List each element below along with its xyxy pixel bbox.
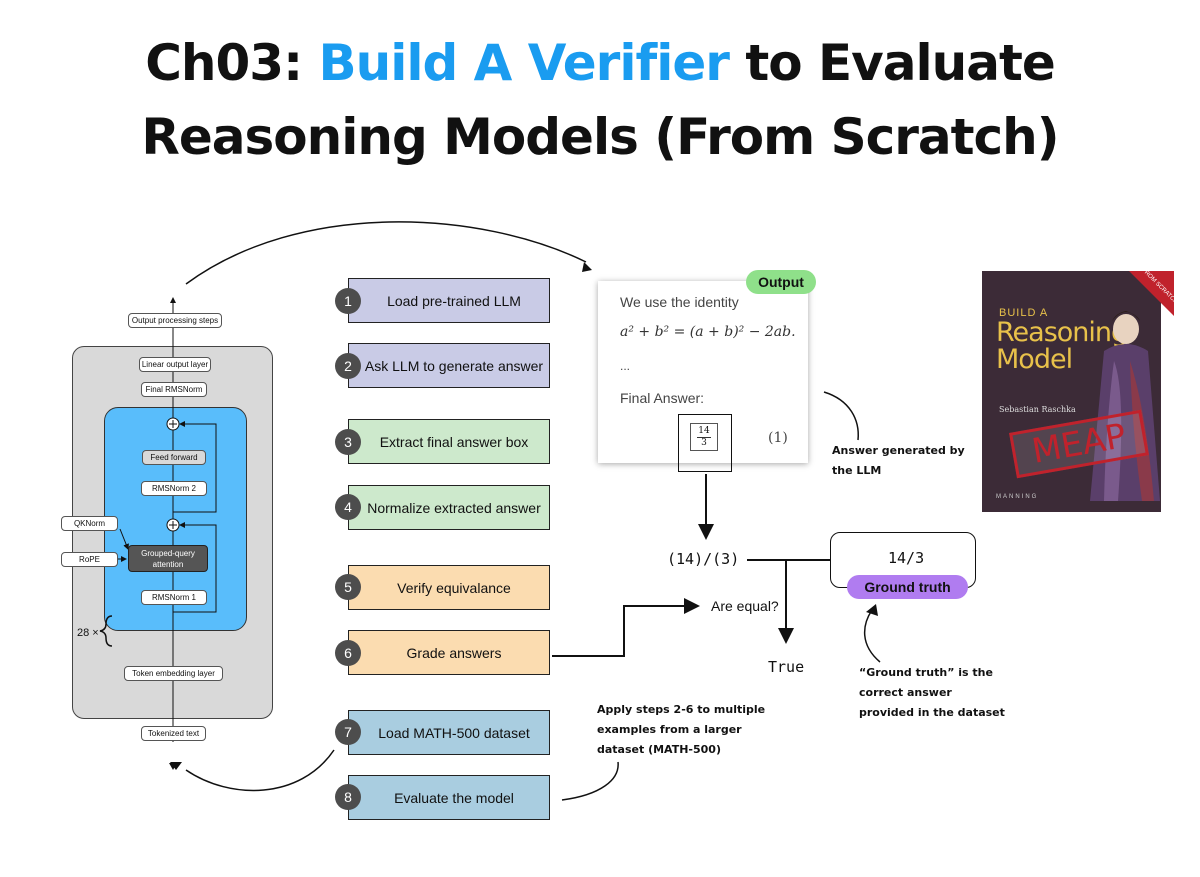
step-7: Load MATH-500 dataset	[348, 710, 550, 755]
arc-top-head	[582, 262, 592, 272]
book-build-a: BUILD A	[999, 307, 1049, 319]
book-model: Model	[996, 344, 1073, 375]
title-line-1: Ch03: Build A Verifier to Evaluate	[0, 34, 1200, 92]
step-8-label: Evaluate the model	[394, 789, 514, 806]
tokenized-text-box: Tokenized text	[141, 726, 206, 741]
equation-number: (1)	[768, 430, 788, 446]
step-5: Verify equivalance	[348, 565, 550, 610]
step-5-label: Verify equivalance	[397, 579, 511, 596]
book-cover: BUILD A Reasoning Model Sebastian Raschk…	[982, 271, 1161, 512]
fraction-numerator: 14	[697, 426, 711, 438]
gqa-label-1: Grouped-query	[141, 549, 195, 558]
step-7-badge: 7	[335, 719, 361, 745]
book-publisher: MANNING	[996, 494, 1039, 500]
book-reasoning: Reasoning	[996, 317, 1128, 348]
note-ground-truth: “Ground truth” is the correct answer pro…	[859, 663, 1005, 723]
step-2-badge: 2	[335, 353, 361, 379]
step-8-badge: 8	[335, 784, 361, 810]
title-suffix: to Evaluate	[728, 34, 1055, 92]
step-3-badge: 3	[335, 429, 361, 455]
arc-apply	[561, 761, 619, 801]
step-7-label: Load MATH-500 dataset	[378, 724, 530, 741]
step-1: Load pre-trained LLM	[348, 278, 550, 323]
book-figure-illustration	[1090, 311, 1160, 501]
step-6: Grade answers	[348, 630, 550, 675]
step-2: Ask LLM to generate answer	[348, 343, 550, 388]
arc-ground-note	[863, 609, 881, 663]
book-author: Sebastian Raschka	[999, 405, 1076, 414]
ground-truth-badge: Ground truth	[847, 575, 968, 599]
title-accent: Build A Verifier	[318, 34, 730, 92]
step-2-label: Ask LLM to generate answer	[364, 357, 544, 374]
grade-line	[552, 598, 700, 657]
step-4: Normalize extracted answer	[348, 485, 550, 530]
note-apply-2: examples from a larger	[597, 723, 742, 736]
feed-forward-box: Feed forward	[142, 450, 206, 465]
note-ground-truth-1: “Ground truth” is the	[859, 666, 993, 679]
note-apply-3: dataset (MATH-500)	[597, 743, 721, 756]
step-6-label: Grade answers	[406, 644, 502, 661]
gqa-label-2: attention	[152, 560, 184, 569]
final-rmsnorm-box: Final RMSNorm	[141, 382, 207, 397]
rope-box: RoPE	[61, 552, 118, 567]
gqa-box: Grouped-query attention	[128, 545, 208, 572]
step-5-badge: 5	[335, 574, 361, 600]
step-4-label: Normalize extracted answer	[367, 499, 541, 516]
qknorm-box: QKNorm	[61, 516, 118, 531]
boxed-fraction: 14 3	[690, 423, 718, 451]
step-3: Extract final answer box	[348, 419, 550, 464]
output-final-answer: Final Answer:	[620, 390, 705, 406]
title-prefix: Ch03:	[145, 34, 319, 92]
step-1-label: Load pre-trained LLM	[387, 292, 521, 309]
answer-box-highlight	[678, 414, 732, 472]
step-6-badge: 6	[335, 640, 361, 666]
output-processing-box: Output processing steps	[128, 313, 222, 328]
rmsnorm1-box: RMSNorm 1	[141, 590, 207, 605]
note-answer-generated: Answer generated by the LLM	[832, 441, 965, 481]
extracted-answer: (14)/(3)	[667, 550, 740, 568]
linear-output-box: Linear output layer	[139, 357, 211, 372]
step-1-badge: 1	[335, 288, 361, 314]
note-ground-truth-3: provided in the dataset	[859, 706, 1005, 719]
token-embedding-box: Token embedding layer	[124, 666, 223, 681]
arc-bottom	[185, 749, 335, 792]
step-4-badge: 4	[335, 494, 361, 520]
note-apply-steps: Apply steps 2-6 to multiple examples fro…	[597, 700, 765, 760]
arch-lines	[99, 297, 217, 770]
output-card	[598, 281, 808, 463]
note-apply-1: Apply steps 2-6 to multiple	[597, 703, 766, 716]
arc-answer-note	[823, 391, 859, 441]
step-8: Evaluate the model	[348, 775, 550, 820]
rmsnorm2-box: RMSNorm 2	[141, 481, 207, 496]
note-ground-truth-2: correct answer	[859, 686, 952, 699]
step-3-label: Extract final answer box	[379, 433, 529, 450]
title-line-2: Reasoning Models (From Scratch)	[141, 108, 1059, 166]
note-answer-generated-2: the LLM	[832, 464, 882, 477]
result-true: True	[768, 658, 805, 676]
output-line1: We use the identity	[620, 294, 739, 310]
repeat-label: 28 ×	[77, 627, 99, 639]
fraction-denominator: 3	[701, 438, 707, 448]
output-badge: Output	[746, 270, 816, 294]
ground-truth-value: 14/3	[888, 549, 925, 567]
note-answer-generated-1: Answer generated by	[832, 444, 965, 457]
are-equal-label: Are equal?	[711, 598, 779, 614]
output-equation: a² + b² = (a + b)² − 2ab.	[620, 324, 796, 340]
arc-top	[185, 221, 587, 285]
output-ellipsis: ...	[620, 359, 631, 373]
